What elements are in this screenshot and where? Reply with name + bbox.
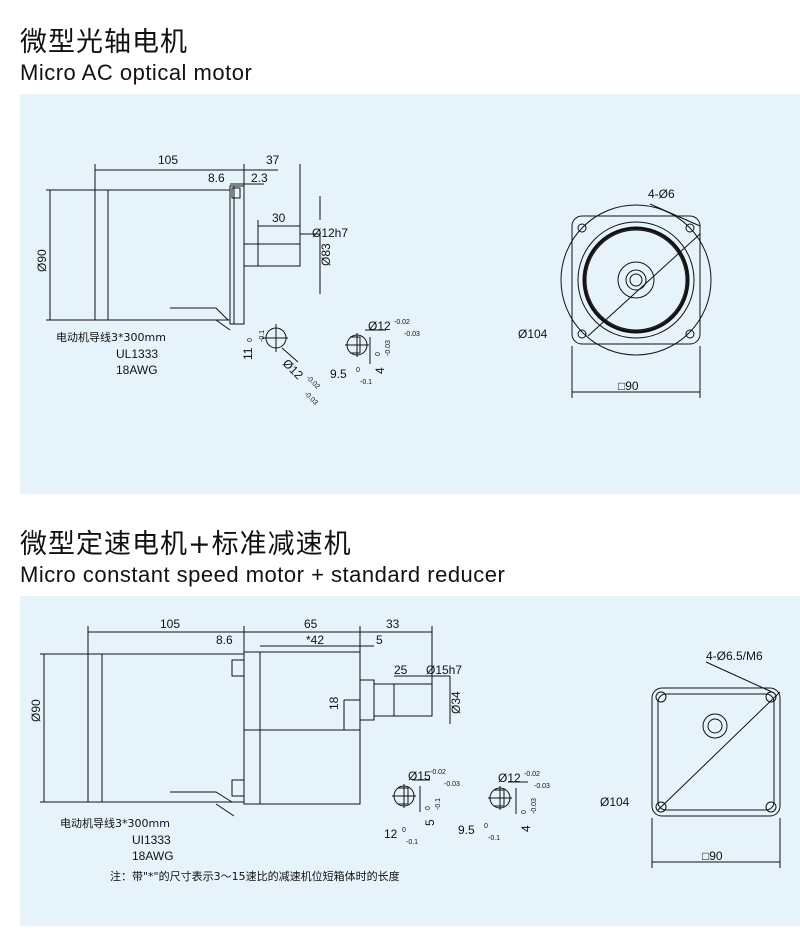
s2-motor-body: [87, 653, 245, 803]
s2-wire-label: 电动机导线3*300mm: [60, 816, 170, 830]
s2-dim-18: 18: [327, 696, 341, 710]
s1-dim-d90: Ø90: [35, 249, 49, 272]
s1-flange: [229, 185, 245, 325]
s2-dim-d34: Ø34: [449, 691, 463, 714]
s2-key-5: 5: [423, 819, 437, 826]
s1-shaft-9-5: 9.5: [330, 367, 347, 381]
s2-shaft-9-5-tol-b: -0.1: [488, 835, 500, 842]
s2-dim-5: 5: [376, 633, 383, 647]
s1-dim-105: 105: [158, 153, 178, 167]
s2-shaft: [373, 683, 433, 717]
s2-dim-42: *42: [306, 633, 324, 647]
s1-shaft-4-tol-b: -0.03: [385, 340, 392, 356]
section1-title-cn: 微型光轴电机: [20, 27, 188, 58]
s2-dim-33: 33: [386, 617, 400, 631]
s1-dim-8-6: 8.6: [208, 171, 225, 185]
s2-front-flange: [651, 687, 781, 817]
s1-key-d12: Ø12: [280, 356, 306, 382]
section2-diagram-panel: 105 65 33 8.6 *42 5 25 Ø15h7 Ø34 18 Ø90 …: [20, 596, 800, 926]
s1-dim-37: 37: [266, 153, 280, 167]
s2-key-12-tol-b: -0.1: [406, 839, 418, 846]
s1-dim-30: 30: [272, 211, 286, 225]
s2-key-5-tol-a: 0: [425, 806, 432, 810]
section1-drawing: 105 37 8.6 2.3 30 Ø12h7 Ø83 Ø90 电动机导线3*3…: [35, 153, 712, 407]
s1-key-d12-tol-a: -0.02: [305, 374, 321, 390]
s1-holes-label: 4-Ø6: [648, 187, 675, 201]
section2-title-en: Micro constant speed motor + standard re…: [20, 562, 506, 587]
s2-shaft-9-5: 9.5: [458, 823, 475, 837]
s1-wire-label: 电动机导线3*300mm: [56, 330, 166, 344]
s1-dim-d83: Ø83: [319, 243, 333, 266]
s2-shaft-4-tol-b: -0.03: [531, 798, 538, 814]
s1-key-d12-tol-b: -0.03: [303, 390, 319, 406]
section2-drawing: 105 65 33 8.6 *42 5 25 Ø15h7 Ø34 18 Ø90 …: [29, 617, 781, 883]
s2-shaft-d12: Ø12: [498, 771, 521, 785]
s1-motor-body: [94, 189, 231, 321]
s1-key-11-tol-b: -0.1: [259, 330, 266, 342]
s2-shaft-d12-tol-b: -0.03: [534, 783, 550, 790]
s2-dim-8-6: 8.6: [216, 633, 233, 647]
s1-awg-label: 18AWG: [116, 363, 158, 377]
section1-title-en: Micro AC optical motor: [20, 60, 253, 85]
s1-shaft: [243, 243, 301, 267]
s1-shaft-9-5-tol-b: -0.1: [360, 379, 372, 386]
s2-key-5-tol-b: -0.1: [435, 798, 442, 810]
s1-square-label: □90: [618, 379, 639, 393]
s1-front-flange: [571, 215, 701, 345]
s1-shaft-4-tol-a: 0: [375, 352, 382, 356]
s1-key-11-tol-a: 0: [247, 338, 254, 342]
s2-shaft-9-5-tol-a: 0: [484, 823, 488, 830]
s1-ul-label: UL1333: [116, 347, 158, 361]
section2-title-cn: 微型定速电机+标准减速机: [20, 529, 352, 560]
s1-key-11: 11: [241, 347, 255, 360]
s2-key-12: 12: [384, 827, 398, 841]
s2-shaft-4: 4: [519, 825, 533, 832]
s2-dim-25: 25: [394, 663, 408, 677]
s2-pcd-label: Ø104: [600, 795, 630, 809]
s1-pcd-label: Ø104: [518, 327, 548, 341]
s1-dim-d12h7: Ø12h7: [312, 226, 348, 240]
s2-square-label: □90: [702, 849, 723, 863]
s1-shaft-d12-tol-a: -0.02: [394, 319, 410, 326]
s2-key-d15: Ø15: [408, 769, 431, 783]
s2-dim-d15h7: Ø15h7: [426, 663, 462, 677]
s2-key-12-tol-a: 0: [402, 827, 406, 834]
s2-gearbox: [259, 651, 361, 805]
s2-awg-label: 18AWG: [132, 849, 174, 863]
s1-dim-2-3: 2.3: [251, 171, 268, 185]
s2-key-d15-tol-b: -0.03: [444, 781, 460, 788]
s2-footnote: 注：带"*"的尺寸表示3～15速比的减速机位短箱体时的长度: [110, 869, 400, 883]
s2-ul-label: UI1333: [132, 833, 171, 847]
s2-key-d15-tol-a: -0.02: [430, 769, 446, 776]
section1-diagram-panel: 105 37 8.6 2.3 30 Ø12h7 Ø83 Ø90 电动机导线3*3…: [20, 94, 800, 494]
s2-shaft-4-tol-a: 0: [521, 810, 528, 814]
s1-shaft-d12: Ø12: [368, 319, 391, 333]
s1-shaft-d12-tol-b: -0.03: [404, 331, 420, 338]
s1-shaft-4: 4: [373, 367, 387, 374]
s2-shaft-d12-tol-a: -0.02: [524, 771, 540, 778]
s2-dim-65: 65: [304, 617, 318, 631]
s2-dim-d90: Ø90: [29, 699, 43, 722]
s2-holes-label: 4-Ø6.5/M6: [706, 649, 763, 663]
s1-shaft-9-5-tol-a: 0: [356, 367, 360, 374]
s2-dim-105: 105: [160, 617, 180, 631]
